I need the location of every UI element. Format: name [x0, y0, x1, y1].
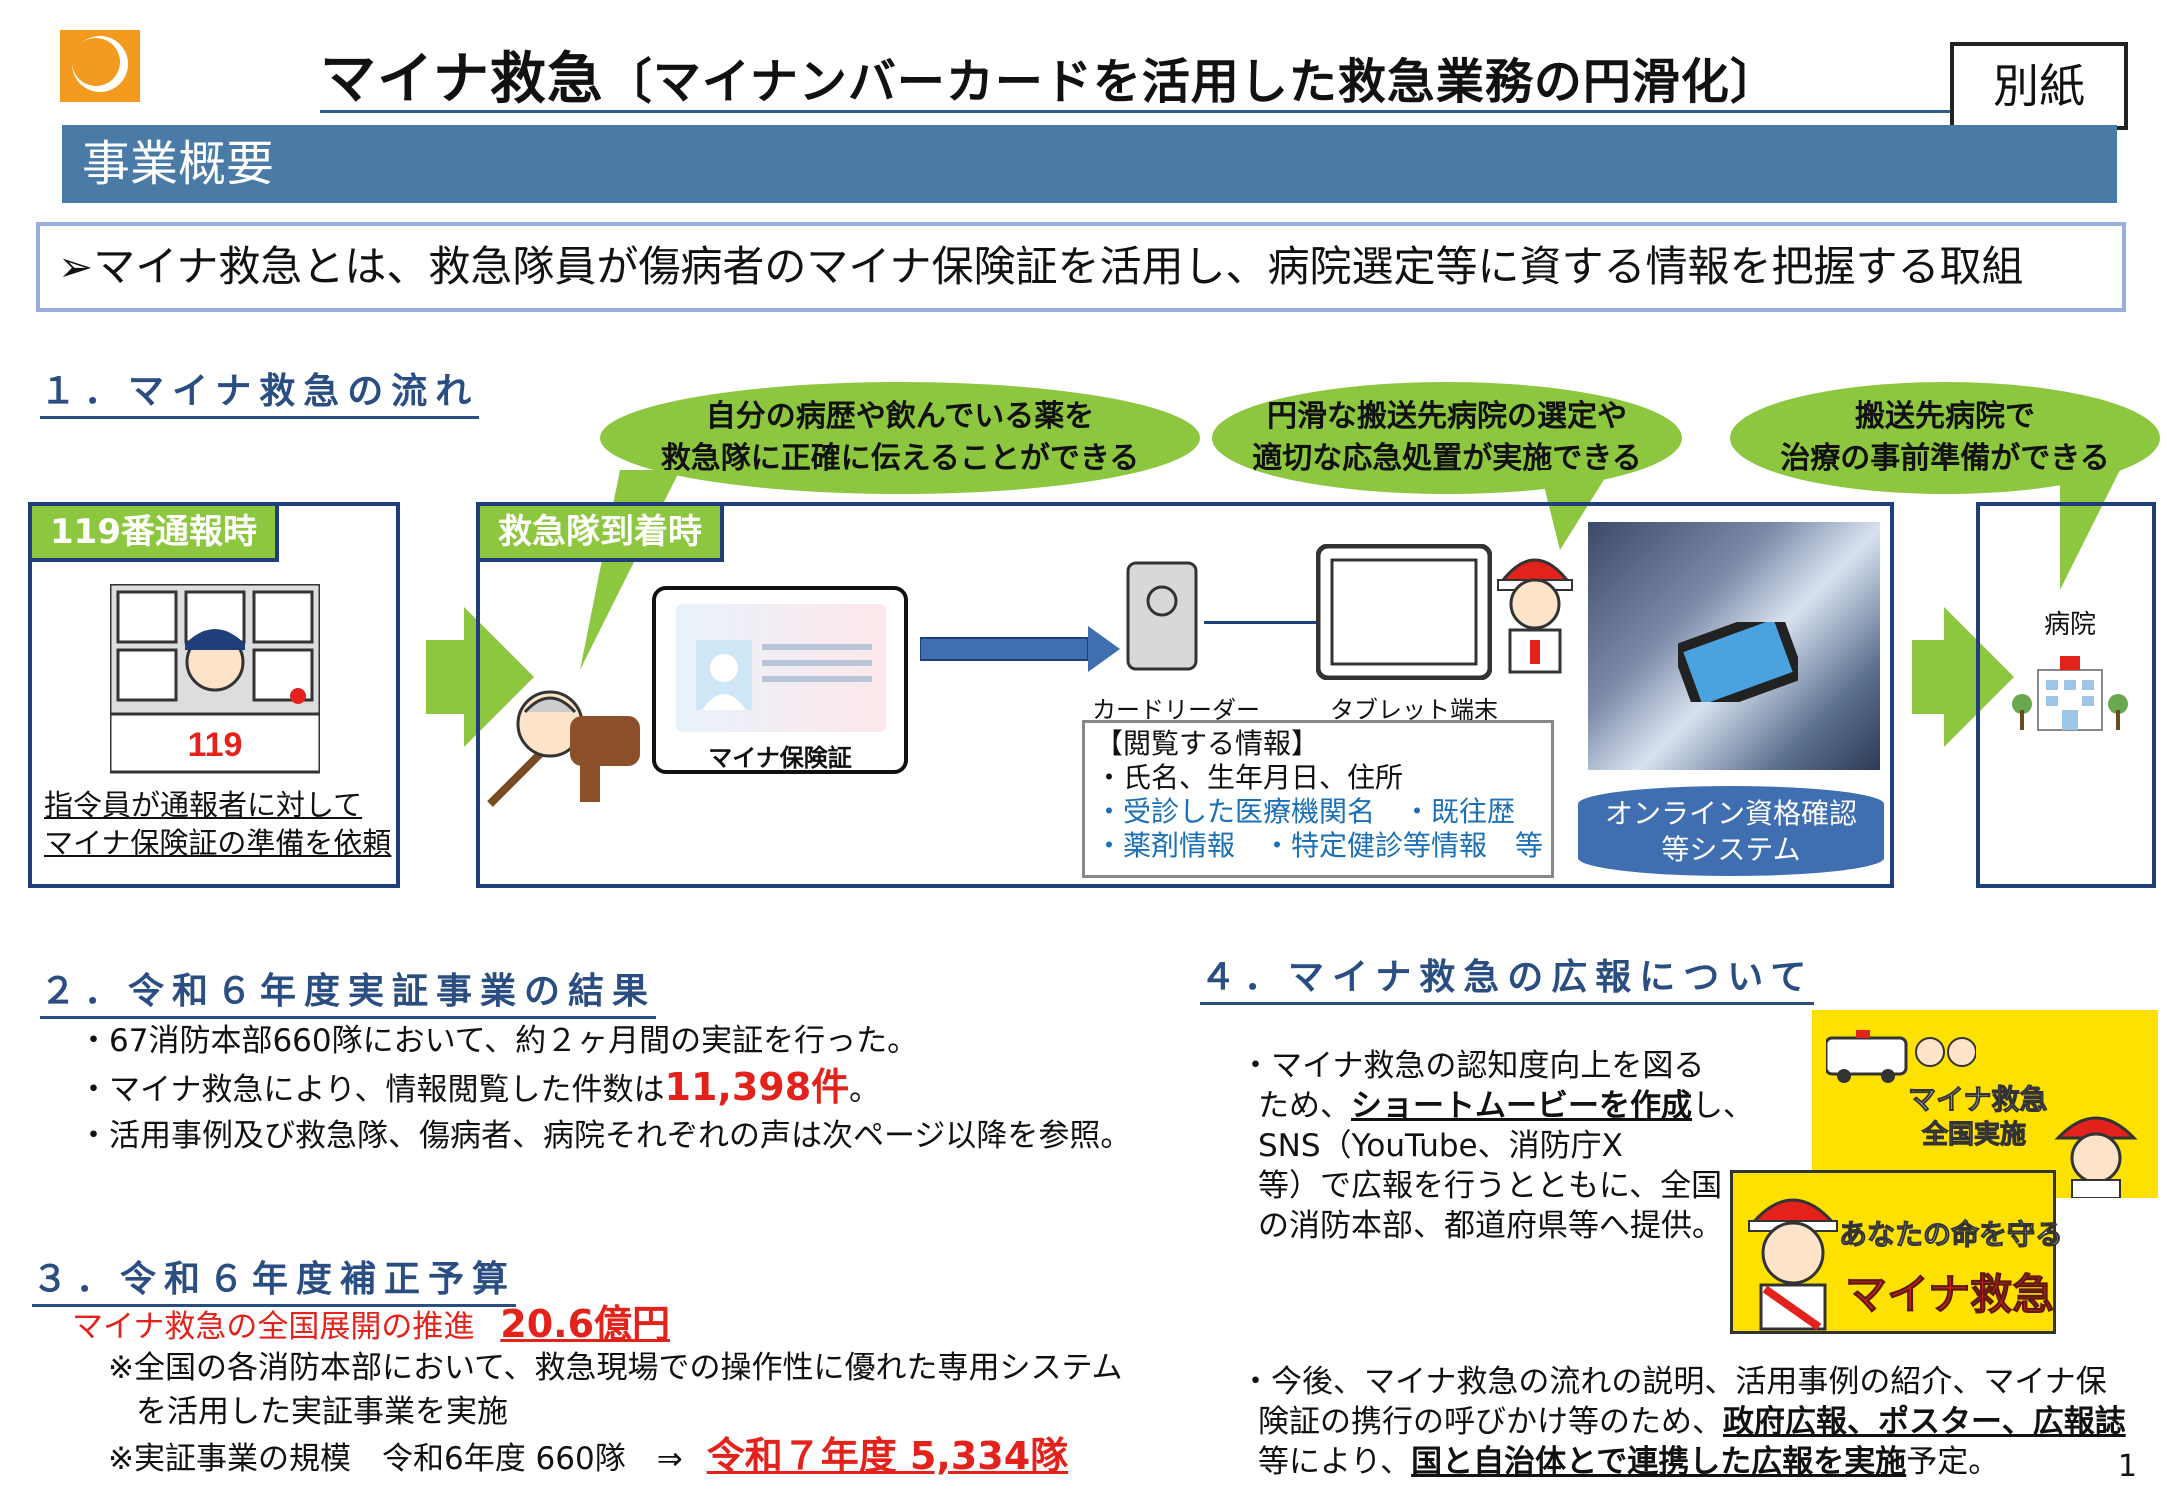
budget-item: マイナ救急の全国展開の推進 20.6億円 [72, 1302, 671, 1346]
connector-line [1204, 621, 1324, 624]
poster-tagline: あなたの命を守る [1838, 1218, 2064, 1252]
card-reader-icon [1126, 561, 1198, 671]
pr-paragraph-1: ・マイナ救急の認知度向上を図る ため、ショートムービーを作成し、 SNS（You… [1240, 1048, 1754, 1244]
transfer-arrow [920, 626, 1120, 672]
ambulance-photo [1588, 522, 1880, 770]
section-title-pr: ４．マイナ救急の広報について [1200, 948, 1815, 1005]
hospital-label: 病院 [2044, 610, 2097, 640]
paramedic-icon [1497, 558, 1573, 674]
budget-amount: 20.6億円 [500, 1302, 671, 1346]
call-caption: 指令員が通報者に対して マイナ保険証の準備を依頼 [44, 788, 392, 860]
call-panel-tab: 119番通報時 [32, 506, 279, 562]
info-box: 【閲覧する情報】 ・氏名、生年月日、住所 ・受診した医療機関名 ・既往歴 ・薬剤… [1082, 720, 1554, 878]
section-title-flow: １．マイナ救急の流れ [40, 362, 480, 419]
hospital-icon [2012, 656, 2128, 731]
tablet-icon [1316, 544, 1492, 680]
hospital-panel: 病院 [1976, 502, 2156, 888]
arrival-panel-tab: 救急隊到着時 [480, 506, 724, 562]
tablet-photo-icon [1678, 622, 1798, 702]
card-photo-icon [696, 640, 752, 710]
section-title-budget: ３．令和６年度補正予算 [32, 1250, 517, 1307]
logo-icon [60, 30, 140, 102]
poster-name: マイナ救急 [1844, 1270, 2055, 1320]
bubble-pointer [1540, 470, 1610, 550]
arrival-panel: 救急隊到着時 マイナ保険証 [476, 502, 1894, 888]
poster-protect: あなたの命を守る マイナ救急 [1730, 1170, 2064, 1334]
poster-title: マイナ救急 [1907, 1083, 2048, 1117]
definition-box: ➢マイナ救急とは、救急隊員が傷病者のマイナ保険証を活用し、病院選定等に資する情報… [36, 222, 2126, 312]
page-title: マイナ救急〔マイナンバーカードを活用した救急業務の円滑化〕 [320, 47, 1779, 112]
flow-arrow [1912, 640, 1946, 714]
results-list: ・67消防本部660隊において、約２ヶ月間の実証を行った。 ・マイナ救急により、… [78, 1023, 1132, 1154]
section-bar: 事業概要 [62, 125, 2117, 203]
poster-nationwide: マイナ救急 全国実施 [1812, 1010, 2158, 1198]
ambulance-icon [1826, 1030, 1976, 1083]
card-label: マイナ保険証 [708, 744, 852, 772]
call-panel: 119番通報時 119 指令員が通報者に対して マイナ保険証の準備を依頼 [28, 502, 400, 888]
card-face [676, 604, 886, 732]
section-title-results: ２．令和６年度実証事業の結果 [40, 962, 657, 1019]
qualification-system: オンライン資格確認 等システム [1578, 786, 1884, 876]
poster-subtitle: 全国実施 [1921, 1120, 2027, 1151]
mascot-icon [2054, 1116, 2138, 1198]
console-number: 119 [188, 726, 243, 764]
page-number: 1 [2117, 1449, 2137, 1484]
card-reader-label: カードリーダー [1092, 696, 1260, 724]
budget-target: 令和７年度 5,334隊 [706, 1434, 1069, 1478]
title-rule [320, 110, 2040, 113]
patient-icon [487, 690, 640, 807]
results-count: 11,398件 [664, 1065, 850, 1109]
bubble-pointer [2060, 470, 2120, 590]
flow-arrow [426, 640, 466, 714]
insurance-card: マイナ保険証 [652, 586, 908, 774]
benefit-bubble-patient: 自分の病歴や飲んでいる薬を救急隊に正確に伝えることができる [600, 382, 1200, 494]
tablet-label: タブレット端末 [1330, 696, 1498, 724]
mascot-icon [1747, 1198, 1839, 1331]
attachment-label: 別紙 [1950, 42, 2128, 130]
pr-paragraph-2: ・今後、マイナ救急の流れの説明、活用事例の紹介、マイナ保 険証の携行の呼びかけ等… [1240, 1364, 2126, 1480]
budget-notes: ※全国の各消防本部において、救急現場での操作性に優れた専用システム を活用した実… [108, 1350, 1123, 1478]
dispatcher-icon: 119 [110, 584, 320, 774]
